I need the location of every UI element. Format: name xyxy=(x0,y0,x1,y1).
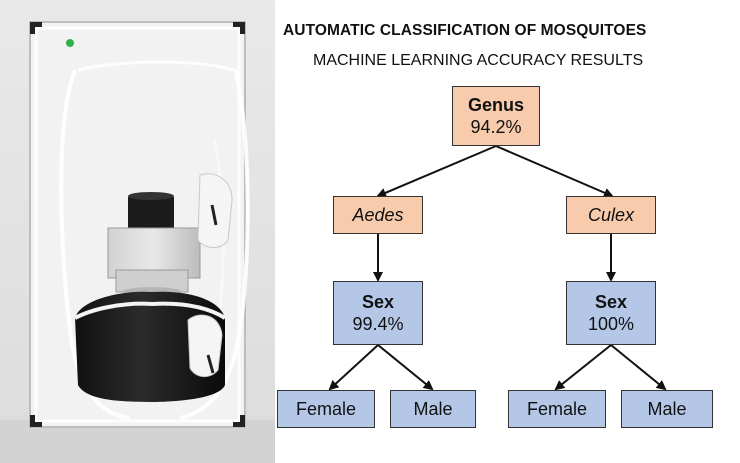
aedes-sex-node: Sex 99.4% xyxy=(333,281,423,345)
culex-sex-node: Sex 100% xyxy=(566,281,656,345)
genus-accuracy: 94.2% xyxy=(470,117,522,137)
culex-female-node: Female xyxy=(508,390,606,428)
arrow-aedes-female xyxy=(328,344,379,391)
aedes-female-node: Female xyxy=(277,390,375,428)
arrow-aedes-male xyxy=(377,344,434,391)
aedes-sex-label: Sex xyxy=(361,292,395,312)
aedes-female-label: Female xyxy=(295,398,357,419)
culex-male-label: Male xyxy=(647,398,687,419)
diagram-title: AUTOMATIC CLASSIFICATION OF MOSQUITOES xyxy=(283,22,647,39)
culex-label: Culex xyxy=(587,204,635,225)
diagram-subtitle: MACHINE LEARNING ACCURACY RESULTS xyxy=(313,52,644,69)
culex-female-label: Female xyxy=(526,398,588,419)
culex-male-node: Male xyxy=(621,390,713,428)
enclosure-photo xyxy=(0,0,275,463)
aedes-male-label: Male xyxy=(413,398,453,419)
aedes-label: Aedes xyxy=(352,204,404,225)
culex-node: Culex xyxy=(566,196,656,234)
culex-sex-accuracy: 100% xyxy=(587,314,635,334)
genus-label: Genus xyxy=(467,95,524,115)
culex-sex-label: Sex xyxy=(594,292,628,312)
genus-node: Genus 94.2% xyxy=(452,86,540,146)
aedes-sex-accuracy: 99.4% xyxy=(352,314,404,334)
arrow-genus-culex xyxy=(495,145,614,198)
aedes-male-node: Male xyxy=(390,390,476,428)
arrow-culex-male xyxy=(610,344,667,391)
arrow-genus-aedes xyxy=(376,145,497,198)
aedes-node: Aedes xyxy=(333,196,423,234)
arrow-culex-female xyxy=(554,344,612,391)
